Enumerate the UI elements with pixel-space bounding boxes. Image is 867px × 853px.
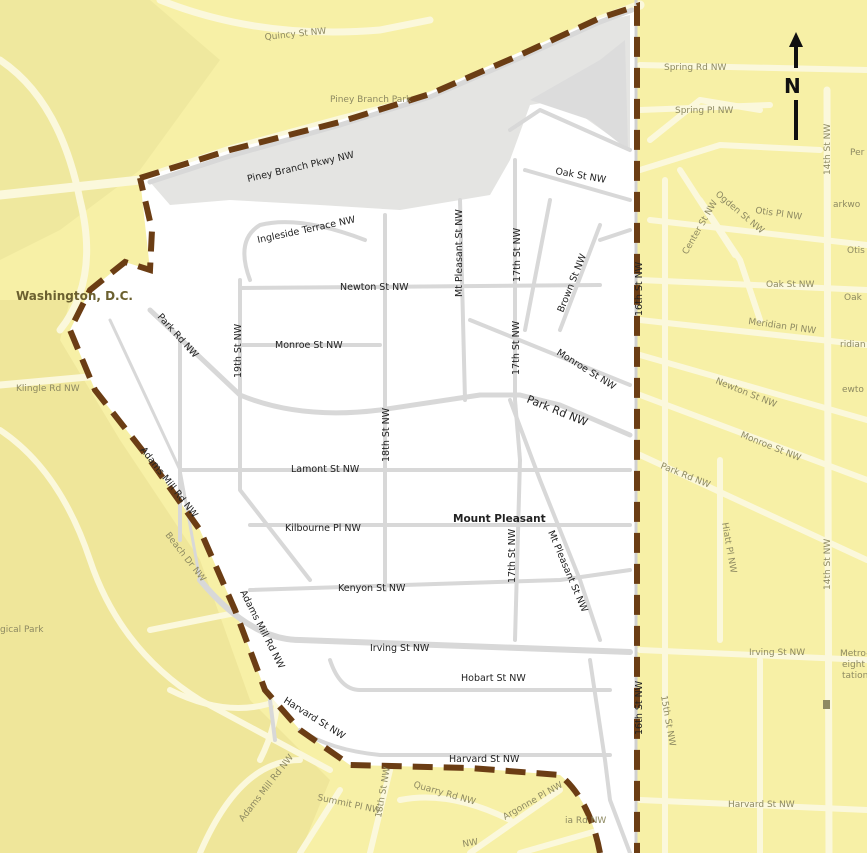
street-label-monroe-w: Monroe St NW bbox=[275, 340, 343, 351]
street-label-harvard-e: Harvard St NW bbox=[728, 800, 795, 810]
park-northwest bbox=[0, 0, 220, 260]
street-label-mt-pleasant-n: Mt Pleasant St NW bbox=[454, 209, 465, 297]
metro-station-icon bbox=[823, 700, 830, 709]
street-label-newton: Newton St NW bbox=[340, 282, 409, 293]
street-label-19th: 19th St NW bbox=[233, 323, 244, 378]
street-label-irving-e: Irving St NW bbox=[749, 648, 805, 658]
street-label-perry: Per bbox=[850, 148, 865, 158]
zoo-park-area bbox=[0, 300, 330, 853]
street-label-18th: 18th St NW bbox=[381, 407, 392, 462]
metro-label-3: tation bbox=[842, 671, 867, 681]
street-label-14th-a: 14th St NW bbox=[823, 124, 833, 175]
street-label-nw-s: NW bbox=[462, 837, 479, 850]
street-label-17th-c: 17th St NW bbox=[507, 528, 518, 583]
street-label-harvard: Harvard St NW bbox=[449, 754, 520, 765]
street-label-irving: Irving St NW bbox=[370, 643, 430, 654]
street-label-17th-a: 17th St NW bbox=[512, 227, 523, 282]
street-label-otis: Otis bbox=[847, 246, 865, 256]
neighborhood-interior bbox=[70, 8, 637, 853]
street-label-spring-rd: Spring Rd NW bbox=[664, 63, 726, 73]
park-label-zoo: gical Park bbox=[0, 625, 44, 635]
street-label-ia-rd: ia Rd NW bbox=[565, 816, 606, 826]
street-label-kilbourne: Kilbourne Pl NW bbox=[285, 523, 361, 534]
street-label-meridian2: ridian bbox=[840, 340, 866, 350]
place-label-washington: Washington, D.C. bbox=[16, 289, 133, 303]
street-label-newton-e2: ewto bbox=[842, 385, 864, 395]
street-label-klingle: Klingle Rd NW bbox=[16, 384, 80, 394]
metro-label-2: eight bbox=[842, 660, 865, 670]
north-label: N bbox=[784, 74, 801, 98]
street-label-hobart: Hobart St NW bbox=[461, 673, 526, 684]
park-label-piney-branch: Piney Branch Park bbox=[330, 95, 412, 105]
metro-label-1: Metro- bbox=[840, 649, 867, 659]
street-label-oak-e2: Oak bbox=[844, 293, 863, 303]
street-label-kenyon: Kenyon St NW bbox=[338, 583, 406, 594]
park-strip-east bbox=[530, 40, 628, 150]
neighborhood-label: Mount Pleasant bbox=[453, 513, 546, 525]
street-label-14th-b: 14th St NW bbox=[823, 539, 833, 590]
neighborhood-boundary bbox=[66, 1, 640, 853]
street-label-parkwood: arkwo bbox=[833, 200, 861, 210]
north-arrow bbox=[789, 32, 803, 140]
street-label-oak-e: Oak St NW bbox=[766, 280, 815, 290]
street-label-16th-b: 16th St NW bbox=[634, 680, 645, 735]
interior-roads bbox=[108, 7, 635, 853]
street-label-spring-pl: Spring Pl NW bbox=[675, 106, 733, 116]
street-label-lamont: Lamont St NW bbox=[291, 464, 360, 475]
street-label-17th-b: 17th St NW bbox=[511, 320, 522, 375]
street-label-16th-a: 16th St NW bbox=[634, 261, 645, 316]
